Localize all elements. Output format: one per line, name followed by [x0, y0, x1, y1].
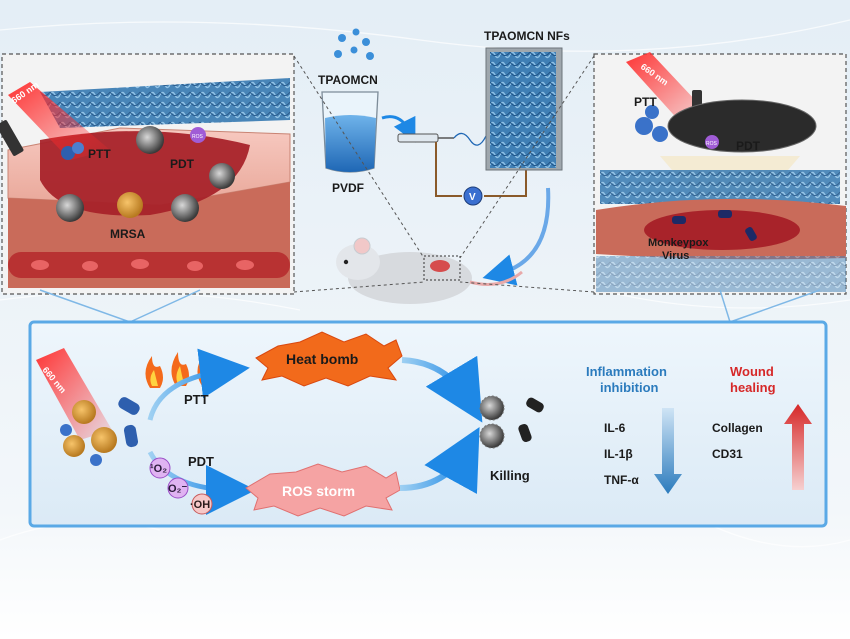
bacteria-cluster — [56, 126, 235, 222]
ros-storm-burst — [245, 463, 401, 517]
inflammation-title-line2: inhibition — [600, 380, 659, 395]
left-bacteria-label: MRSA — [110, 227, 146, 241]
ros-storm-label: ROS storm — [282, 483, 355, 499]
collector-fiber-mat — [490, 52, 556, 168]
laser-beam-right — [626, 52, 712, 124]
heat-bomb-label: Heat bomb — [286, 351, 358, 367]
killing-label: Killing — [490, 468, 530, 483]
center-panel: TPAOMCN PVDF V TPAOMCN NFs — [293, 28, 595, 304]
singlet-oxygen-label: ¹O₂ — [150, 463, 167, 475]
virus-particles — [672, 210, 757, 241]
healing-marker: Collagen — [712, 421, 763, 435]
mechanism-ptt-label: PTT — [184, 392, 209, 407]
hydroxyl-label: ·OH — [190, 499, 210, 511]
left-ptt-label: PTT — [88, 147, 111, 161]
up-arrow-icon — [784, 404, 812, 490]
nanoparticle-cluster — [635, 105, 668, 142]
heat-burst — [255, 331, 403, 387]
mechanism-particle-cluster — [60, 397, 140, 466]
left-ros-tag: ROS — [192, 134, 204, 140]
right-panel: 660 nm PTT ROS PDT Monkeypox Virus — [593, 52, 847, 295]
virus-particle-large — [667, 99, 817, 153]
nanofiber-mat — [40, 78, 290, 128]
voltage-symbol: V — [469, 192, 476, 203]
right-ros-tag: ROS — [706, 141, 718, 147]
nanofiber-mat-right — [600, 170, 840, 204]
solvent-label: PVDF — [332, 181, 364, 195]
superoxide-label: O₂⁻ — [168, 483, 187, 495]
inflammation-marker: IL-1β — [604, 447, 633, 461]
precursor-label: TPAOMCN — [318, 73, 378, 87]
right-pdt-label: PDT — [736, 139, 761, 153]
voltage-source-icon — [463, 186, 483, 206]
precursor-dots — [334, 28, 374, 60]
right-virus-label-line1: Monkeypox — [648, 237, 709, 249]
inflammation-marker: IL-6 — [604, 421, 626, 435]
laser-beam — [8, 82, 110, 160]
inflammation-marker: TNF-α — [604, 473, 639, 487]
syringe — [397, 133, 439, 143]
down-arrow-icon — [654, 408, 682, 494]
healing-marker: CD31 — [712, 447, 743, 461]
left-pdt-label: PDT — [170, 157, 195, 171]
right-ptt-label: PTT — [634, 95, 657, 109]
mechanism-panel: 660 nm PTT Heat bomb PDT — [28, 320, 828, 528]
healing-title-line1: Wound — [730, 364, 774, 379]
inflammation-title-line1: Inflammation — [586, 364, 667, 379]
healing-title-line2: healing — [730, 380, 776, 395]
left-panel: 660 nm PTT ROS PDT MRSA — [0, 53, 295, 295]
mouse-model — [336, 237, 523, 304]
killed-pathogens — [479, 395, 544, 449]
mechanism-pdt-label: PDT — [188, 454, 214, 469]
mouse-wound — [430, 260, 450, 272]
blood-vessel — [8, 252, 290, 278]
right-virus-label-line2: Virus — [662, 250, 689, 262]
product-label: TPAOMCN NFs — [484, 29, 570, 43]
laser-device-icon — [0, 120, 24, 156]
